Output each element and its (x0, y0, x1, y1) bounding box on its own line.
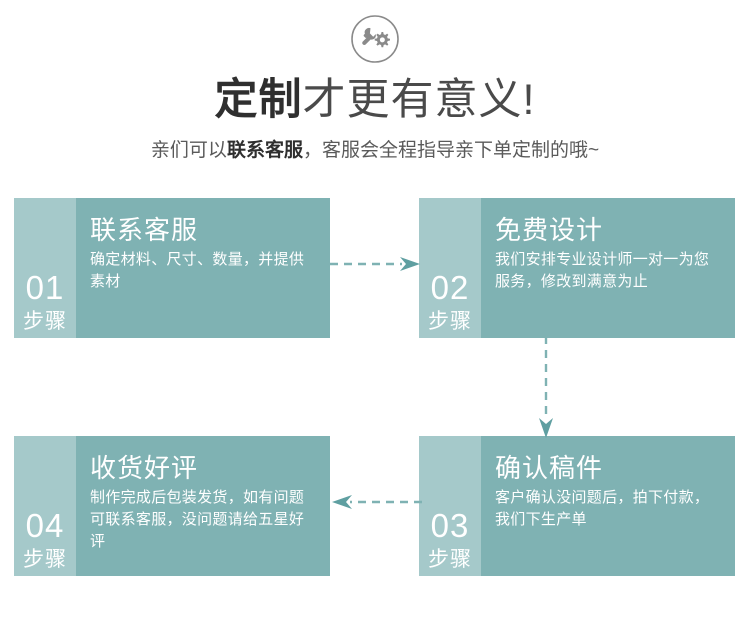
step-02-title: 免费设计 (495, 215, 604, 245)
page-subtitle: 亲们可以联系客服，客服会全程指导亲下单定制的哦~ (0, 136, 750, 166)
step-card-01[interactable]: 01 步骤 联系客服 确定材料、尺寸、数量，并提供素材 (14, 198, 330, 338)
arrow-step1-to-step2-icon (330, 257, 420, 271)
header: 定制才更有意义! 亲们可以联系客服，客服会全程指导亲下单定制的哦~ (0, 0, 750, 166)
step-card-02[interactable]: 02 步骤 免费设计 我们安排专业设计师一对一为您服务，修改到满意为止 (419, 198, 735, 338)
arrow-step3-to-step4-icon (332, 495, 422, 509)
subtitle-strong: 联系客服 (226, 140, 303, 161)
subtitle-pre: 亲们可以 (150, 140, 227, 161)
step-01-number-band: 01 步骤 (14, 198, 76, 338)
page-title: 定制才更有意义! (0, 74, 750, 126)
step-02-label: 步骤 (428, 310, 472, 333)
step-03-label: 步骤 (428, 548, 472, 571)
step-01-body: 联系客服 确定材料、尺寸、数量，并提供素材 (76, 198, 330, 338)
arrow-step2-to-step3-icon (539, 336, 553, 438)
step-02-number: 02 (430, 269, 470, 306)
page-title-light: 才更有意义! (302, 76, 536, 124)
step-01-description: 确定材料、尺寸、数量，并提供素材 (90, 251, 305, 290)
step-04-title: 收货好评 (90, 453, 199, 483)
step-04-label: 步骤 (23, 548, 67, 571)
wrench-gear-icon (351, 15, 399, 63)
step-04-body: 收货好评 制作完成后包装发货，如有问题可联系客服，没问题请给五星好评 (76, 436, 330, 576)
step-02-body: 免费设计 我们安排专业设计师一对一为您服务，修改到满意为止 (481, 198, 735, 338)
subtitle-post: ，客服会全程指导亲下单定制的哦~ (302, 140, 600, 161)
step-04-number-band: 04 步骤 (14, 436, 76, 576)
step-03-description: 客户确认没问题后，拍下付款，我们下生产单 (495, 489, 710, 528)
step-card-03[interactable]: 03 步骤 确认稿件 客户确认没问题后，拍下付款，我们下生产单 (419, 436, 735, 576)
step-03-body: 确认稿件 客户确认没问题后，拍下付款，我们下生产单 (481, 436, 735, 576)
step-03-title: 确认稿件 (495, 453, 604, 483)
step-04-description: 制作完成后包装发货，如有问题可联系客服，没问题请给五星好评 (90, 489, 305, 550)
page-title-strong: 定制 (214, 76, 303, 124)
step-02-description: 我们安排专业设计师一对一为您服务，修改到满意为止 (495, 251, 710, 290)
step-01-number: 01 (25, 269, 65, 306)
step-01-label: 步骤 (23, 310, 67, 333)
step-03-number-band: 03 步骤 (419, 436, 481, 576)
step-03-number: 03 (430, 507, 470, 544)
step-card-04[interactable]: 04 步骤 收货好评 制作完成后包装发货，如有问题可联系客服，没问题请给五星好评 (14, 436, 330, 576)
step-02-number-band: 02 步骤 (419, 198, 481, 338)
step-04-number: 04 (25, 507, 65, 544)
step-01-title: 联系客服 (90, 215, 199, 245)
